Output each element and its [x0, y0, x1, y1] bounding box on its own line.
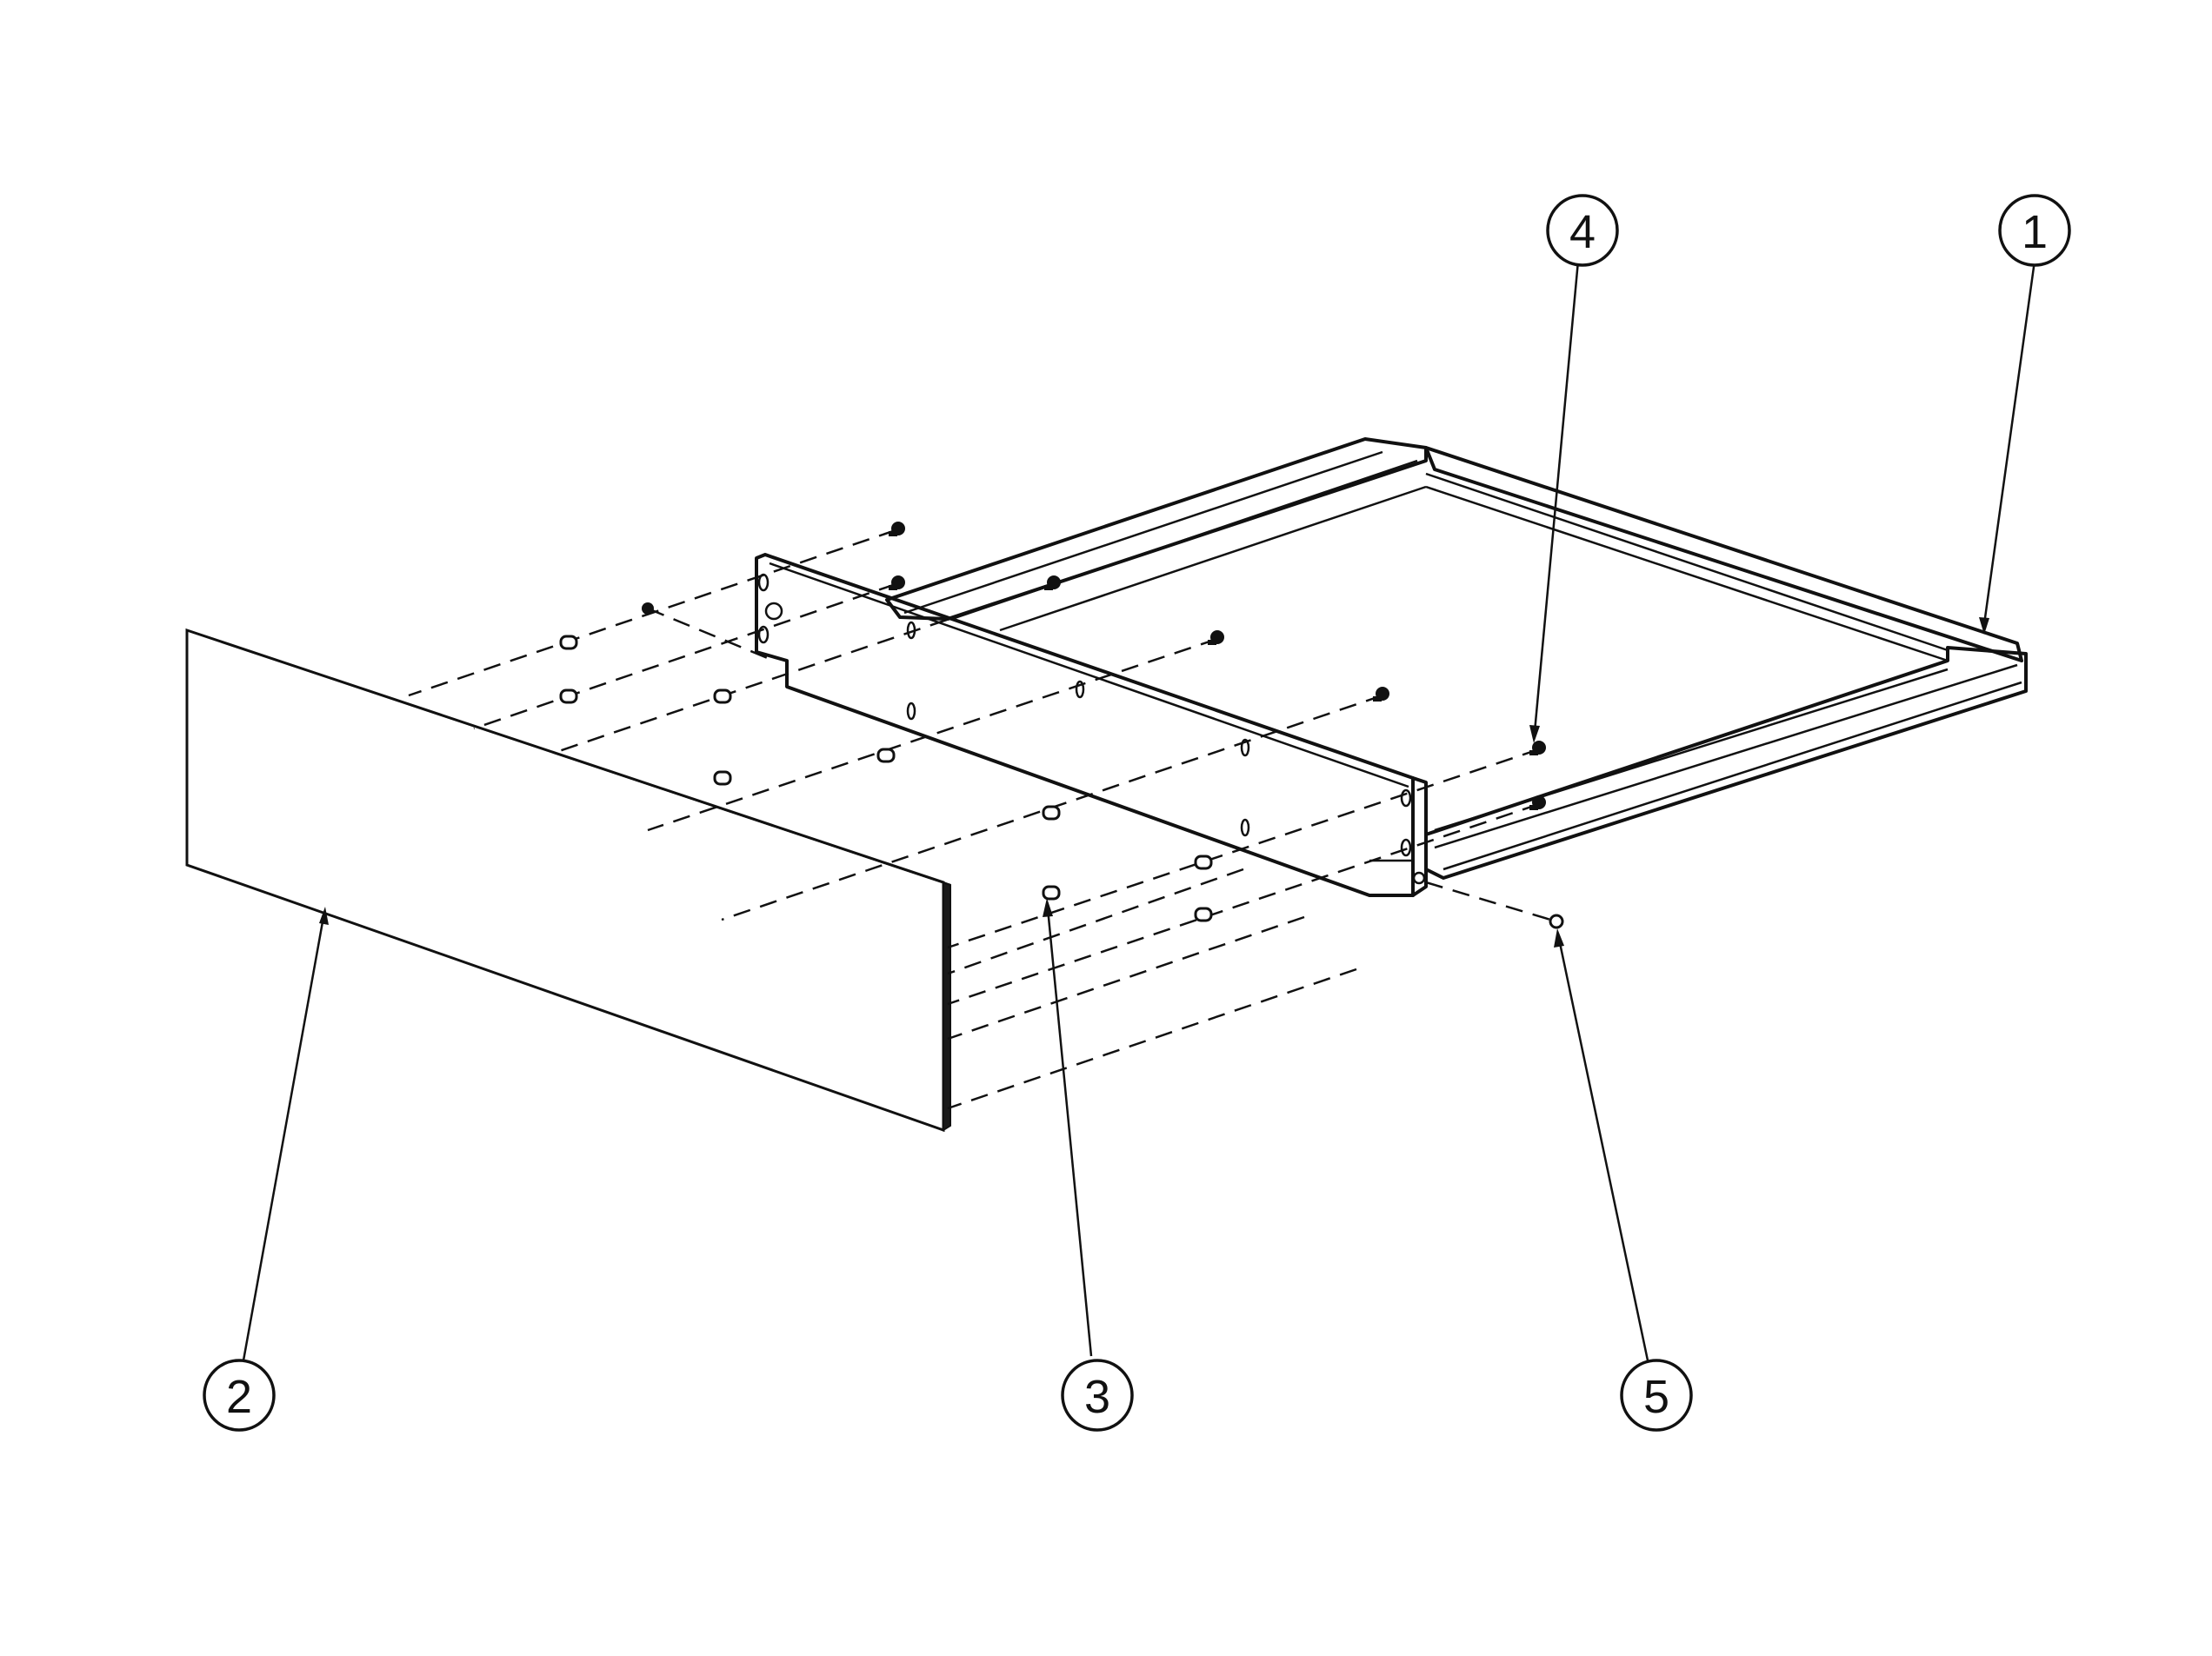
- callout-item-1: 1: [1998, 194, 2071, 267]
- leader-lines: [242, 260, 2036, 1361]
- stud: [559, 635, 578, 650]
- screw: [1529, 795, 1546, 810]
- screw: [642, 602, 654, 615]
- callout-label: 4: [1569, 206, 1596, 258]
- screws-item-4: [642, 522, 1546, 810]
- screw: [1044, 575, 1061, 590]
- callout-item-2: 2: [203, 1359, 276, 1432]
- stud: [876, 748, 896, 763]
- studs-item-3: [559, 635, 1213, 922]
- stud: [559, 688, 578, 704]
- screw: [889, 522, 905, 536]
- stud: [1194, 907, 1213, 922]
- stud: [713, 770, 732, 786]
- callout-item-5: 5: [1620, 1359, 1693, 1432]
- callout-item-4: 4: [1546, 194, 1619, 267]
- callout-label: 5: [1643, 1371, 1669, 1423]
- callout-label: 3: [1084, 1371, 1110, 1423]
- stud: [1042, 885, 1061, 901]
- screw-item-5: [1549, 914, 1564, 929]
- callout-label: 1: [2022, 206, 2048, 258]
- screw: [1373, 687, 1389, 702]
- front-panel: [185, 628, 951, 1133]
- stud: [1194, 855, 1213, 870]
- stud: [713, 688, 732, 704]
- callout-item-3: 3: [1061, 1359, 1134, 1432]
- stud: [1042, 805, 1061, 821]
- tray-frame: [755, 437, 2028, 897]
- screw: [1529, 741, 1546, 755]
- screw: [889, 575, 905, 590]
- callout-label: 2: [226, 1371, 252, 1423]
- screw: [1208, 630, 1224, 645]
